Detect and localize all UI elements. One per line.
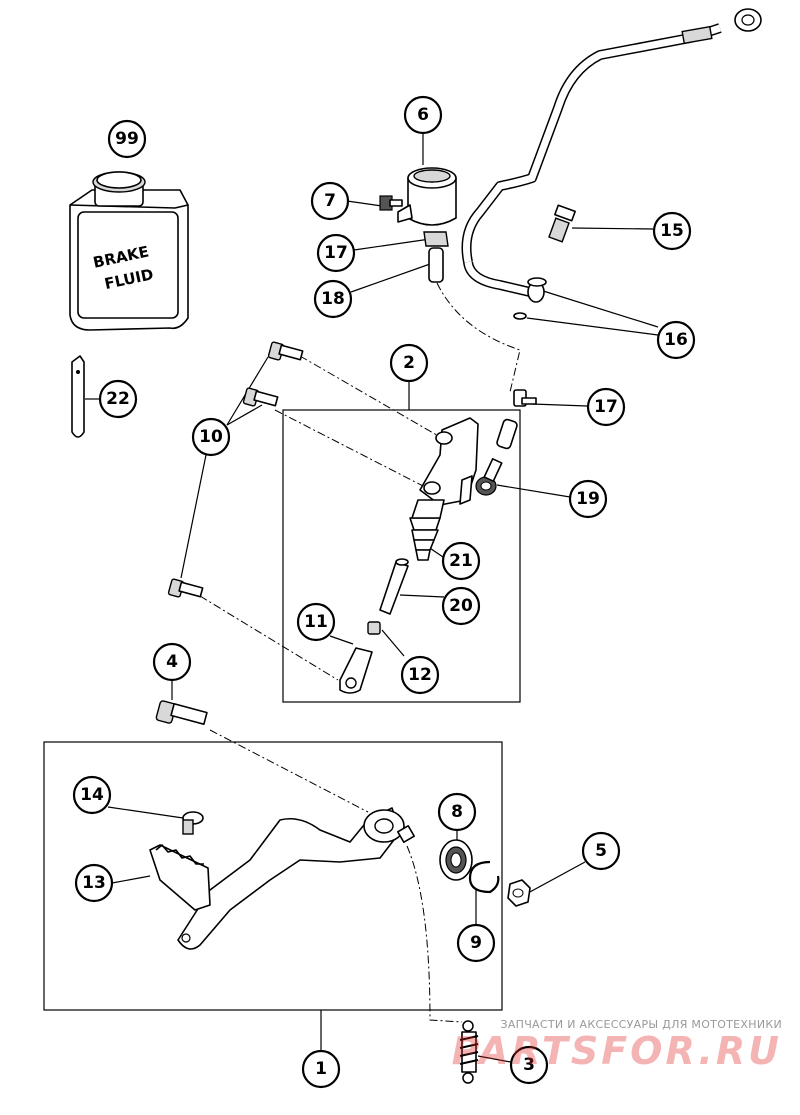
clamp-17-lower [513, 389, 537, 407]
callout-label: 16 [664, 330, 688, 350]
callout-label: 7 [324, 191, 336, 211]
nut-5 [507, 879, 531, 907]
clamp-17-upper [423, 231, 449, 247]
callout-6: 6 [403, 95, 443, 135]
callout-label: 18 [321, 289, 345, 309]
bolt-10-b [242, 387, 279, 407]
circlip-9 [468, 860, 500, 894]
callout-22: 22 [98, 379, 138, 419]
bolt-7 [379, 195, 403, 211]
callout-label: 4 [166, 652, 178, 672]
callout-label: 17 [324, 243, 348, 263]
callout-18: 18 [313, 279, 353, 319]
bearing-8 [439, 839, 473, 881]
clevis-11 [339, 647, 373, 694]
callout-7: 7 [310, 181, 350, 221]
callout-17-lower: 17 [586, 387, 626, 427]
callout-10: 10 [191, 417, 231, 457]
callout-label: 15 [660, 221, 684, 241]
screw-14 [182, 811, 204, 835]
callout-4: 4 [152, 642, 192, 682]
callout-label: 6 [417, 105, 429, 125]
callout-label: 3 [523, 1055, 535, 1075]
callout-99: 99 [107, 119, 147, 159]
callout-21: 21 [441, 541, 481, 581]
callout-label: 21 [449, 551, 473, 571]
callout-2: 2 [389, 343, 429, 383]
master-cylinder-2 [419, 417, 479, 506]
callout-label: 99 [115, 129, 139, 149]
callout-17-upper: 17 [316, 233, 356, 273]
callout-label: 17 [594, 397, 618, 417]
callout-20: 20 [441, 586, 481, 626]
callout-14: 14 [72, 775, 112, 815]
washer-16-a [527, 277, 547, 287]
callout-label: 13 [82, 873, 106, 893]
callout-8: 8 [437, 792, 477, 832]
reservoir-6 [397, 167, 457, 226]
callout-label: 20 [449, 596, 473, 616]
callout-12: 12 [400, 655, 440, 695]
callout-label: 1 [315, 1059, 327, 1079]
callout-5: 5 [581, 831, 621, 871]
brake-fluid-bottle-99: BRAKE FLUID [69, 171, 189, 331]
brake-hose [461, 8, 762, 303]
hose-stub [496, 418, 518, 450]
washer-16-b [513, 312, 527, 320]
callout-15: 15 [652, 211, 692, 251]
callout-1: 1 [301, 1049, 341, 1089]
step-plate-13 [149, 844, 211, 911]
bolt-10-c [167, 578, 204, 598]
callout-label: 14 [80, 785, 104, 805]
callout-label: 12 [408, 665, 432, 685]
callout-label: 19 [576, 489, 600, 509]
banjo-bolt-15 [548, 204, 576, 243]
callout-label: 22 [106, 389, 130, 409]
callout-16: 16 [656, 320, 696, 360]
callout-label: 2 [403, 353, 415, 373]
callout-19: 19 [568, 479, 608, 519]
callout-label: 5 [595, 841, 607, 861]
push-rod-20 [379, 558, 409, 615]
hose-18 [428, 247, 444, 283]
cable-strap-22 [71, 355, 85, 438]
callout-3: 3 [509, 1045, 549, 1085]
bolt-10-a [267, 341, 304, 361]
callout-label: 11 [304, 612, 328, 632]
boot-21 [409, 499, 445, 561]
callout-9: 9 [456, 923, 496, 963]
callout-11: 11 [296, 602, 336, 642]
assembly-frame-2 [282, 409, 521, 703]
callout-13: 13 [74, 863, 114, 903]
callout-label: 8 [451, 802, 463, 822]
brake-pedal-1 [177, 807, 415, 950]
callout-label: 10 [199, 427, 223, 447]
connector-19 [475, 458, 503, 496]
callout-label: 9 [470, 933, 482, 953]
leader-lines [85, 133, 659, 1064]
nut-12 [367, 621, 381, 635]
dash-lines [199, 282, 521, 1023]
assembly-frame-1 [43, 741, 503, 1011]
spring-3 [459, 1020, 479, 1084]
pivot-bolt-4 [155, 700, 208, 725]
